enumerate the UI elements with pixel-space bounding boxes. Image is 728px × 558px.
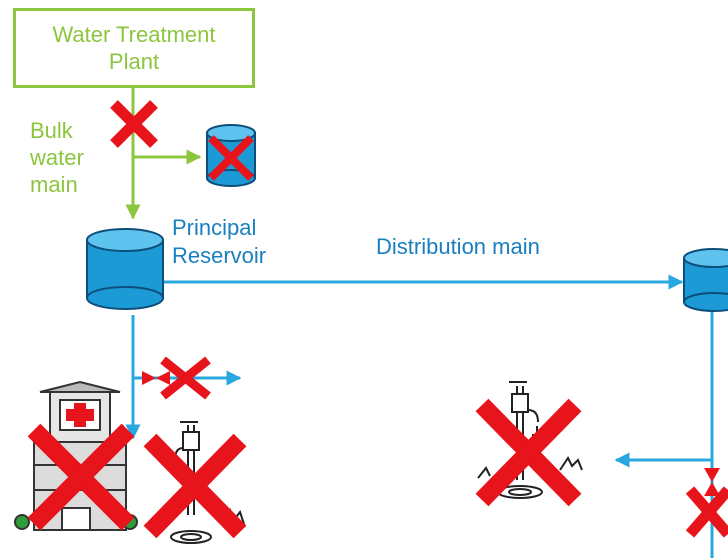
- water-treatment-plant-box: Water Treatment Plant: [13, 8, 255, 88]
- principal-reservoir-icon: [86, 228, 164, 310]
- bulk-water-main: [125, 88, 202, 220]
- reservoir-label-line2: Reservoir: [172, 242, 267, 268]
- reservoir-label-line1: Principal: [172, 215, 257, 240]
- plant-label-line2: Plant: [108, 49, 160, 74]
- valve-icon-right: [704, 468, 720, 496]
- plant-label-line1: Water Treatment: [52, 21, 216, 47]
- service-tank-icon: [683, 248, 728, 312]
- bulk-water-main-label: Bulk water main: [30, 118, 84, 198]
- bulk-label-line3: main: [30, 171, 78, 197]
- bulk-label-line2: water: [30, 144, 84, 170]
- bulk-label-line1: Bulk: [30, 118, 73, 143]
- cross-icon: [27, 100, 728, 539]
- principal-reservoir-label: Principal Reservoir: [172, 214, 266, 269]
- valve-icon: [142, 371, 170, 385]
- distribution-main-label: Distribution main: [376, 234, 540, 259]
